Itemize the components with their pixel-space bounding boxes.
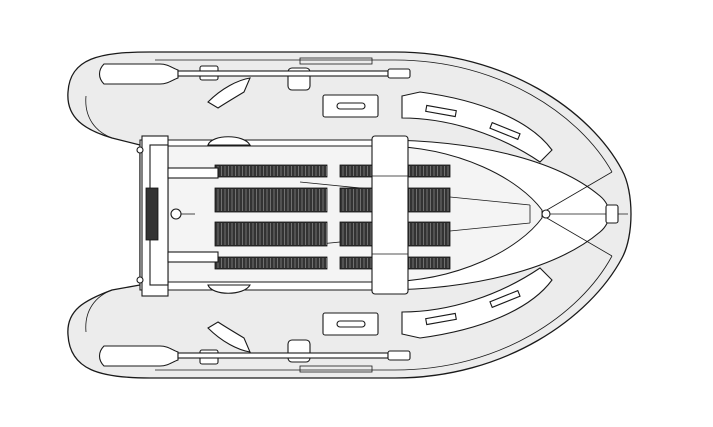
strake-slot xyxy=(425,312,457,326)
transom-vent xyxy=(145,187,159,241)
drain-plug xyxy=(170,208,182,220)
handle-swirl xyxy=(207,321,251,353)
strake-slot xyxy=(489,121,521,141)
handle-swirl xyxy=(207,77,251,109)
grip-pads xyxy=(214,164,451,270)
tube-decal xyxy=(299,57,373,65)
strake-slot xyxy=(425,104,457,118)
transom-plate xyxy=(167,251,219,263)
grab-handle xyxy=(207,136,251,146)
oar-shaft xyxy=(177,70,389,77)
transom-plate xyxy=(167,167,219,179)
oar-bottom xyxy=(98,345,411,367)
bench-seat xyxy=(371,135,409,295)
grip-pad xyxy=(214,256,328,270)
tube-valve xyxy=(136,276,144,284)
oar-blade xyxy=(98,345,179,367)
strake-slot xyxy=(489,289,521,309)
oar-blade xyxy=(98,63,179,85)
grip-pad xyxy=(214,221,328,247)
tube-seam-bottom xyxy=(155,255,613,371)
bow-ring xyxy=(541,209,551,219)
oarlock xyxy=(287,339,311,363)
floor-deck xyxy=(167,145,543,283)
oar-top xyxy=(98,63,411,85)
tube-valve xyxy=(136,146,144,154)
grip-pad xyxy=(214,187,328,213)
oar-shaft xyxy=(177,352,389,359)
tube-seam-top xyxy=(155,59,613,173)
tube-decal xyxy=(299,365,373,373)
tube-patch-slot xyxy=(336,320,366,328)
oar-grip xyxy=(387,68,411,79)
tube-end-seam xyxy=(85,95,113,333)
grab-handle xyxy=(207,284,251,294)
tube-patch-slot xyxy=(336,102,366,110)
bow-handle xyxy=(605,204,619,224)
oar-grip xyxy=(387,350,411,361)
